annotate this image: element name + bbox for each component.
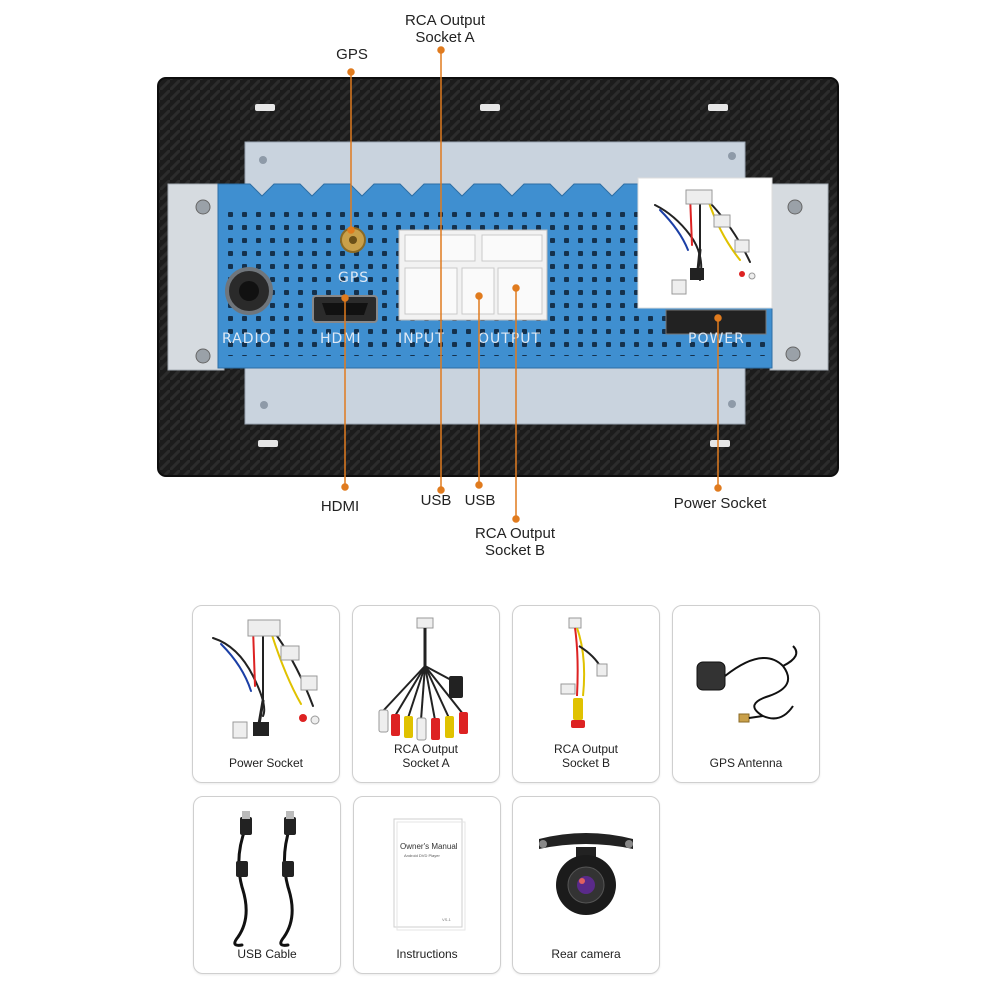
manual-title: Owner's Manual xyxy=(400,842,458,851)
screw-icon xyxy=(787,199,803,215)
screw-icon xyxy=(785,346,801,362)
accessory-label: RCA Output Socket A xyxy=(393,742,459,770)
accessory-card-rear-camera: Rear camera xyxy=(512,796,660,974)
accessory-card-power-socket: Power Socket xyxy=(192,605,340,783)
callout-lines xyxy=(341,46,722,523)
hdmi-label: HDMI xyxy=(320,331,362,347)
left-bracket xyxy=(167,183,225,371)
gps-antenna-icon xyxy=(696,645,798,723)
accessory-label: GPS Antenna xyxy=(709,756,783,770)
manual-icon: Owner's Manual Android DVD Player VS-1 xyxy=(393,818,466,931)
rear-camera-icon xyxy=(539,833,633,915)
accessory-card-rca-output-socket-b: RCA Output Socket B xyxy=(512,605,660,783)
gps-panel-label: GPS xyxy=(338,270,369,286)
radio-label: RADIO xyxy=(222,331,272,347)
accessory-label: USB Cable xyxy=(237,947,297,961)
right-bracket xyxy=(769,183,829,371)
power-label: POWER xyxy=(688,331,745,347)
power-socket xyxy=(665,309,767,335)
accessory-label: Rear camera xyxy=(551,947,621,961)
accessory-label: Power Socket xyxy=(228,756,304,770)
callout-rca-output-socket-a: RCA Output Socket A xyxy=(404,12,486,46)
wire-harness-icon xyxy=(654,189,756,295)
callout-usb-1: USB xyxy=(420,492,452,509)
screw-icon xyxy=(195,199,211,215)
callout-usb-2: USB xyxy=(464,492,496,509)
accessory-card-gps-antenna: GPS Antenna xyxy=(672,605,820,783)
screw-icon xyxy=(195,348,211,364)
input-label: INPUT xyxy=(398,331,445,347)
accessory-card-usb-cable: USB Cable xyxy=(193,796,341,974)
usb-cable-icon xyxy=(233,811,296,947)
manual-subtitle: Android DVD Player xyxy=(404,853,440,858)
rca-cable-icon xyxy=(378,617,468,741)
callout-rca-output-socket-b: RCA Output Socket B xyxy=(474,525,556,559)
wire-harness-icon xyxy=(212,619,320,739)
rca-cable-b-icon xyxy=(560,617,608,728)
callout-hdmi: HDMI xyxy=(320,498,360,515)
callout-gps: GPS xyxy=(336,46,368,63)
accessory-card-rca-output-socket-a: RCA Output Socket A xyxy=(352,605,500,783)
head-unit-back-panel: RADIO GPS HDMI INPUT OUTPUT POWER xyxy=(157,46,839,523)
manual-footer: VS-1 xyxy=(442,917,452,922)
accessory-label: Instructions xyxy=(396,947,458,961)
accessory-card-instructions: Owner's Manual Android DVD Player VS-1 I… xyxy=(353,796,501,974)
accessory-label: RCA Output Socket B xyxy=(553,742,619,770)
callout-power-socket: Power Socket xyxy=(673,495,767,512)
output-label: OUTPUT xyxy=(478,331,541,347)
